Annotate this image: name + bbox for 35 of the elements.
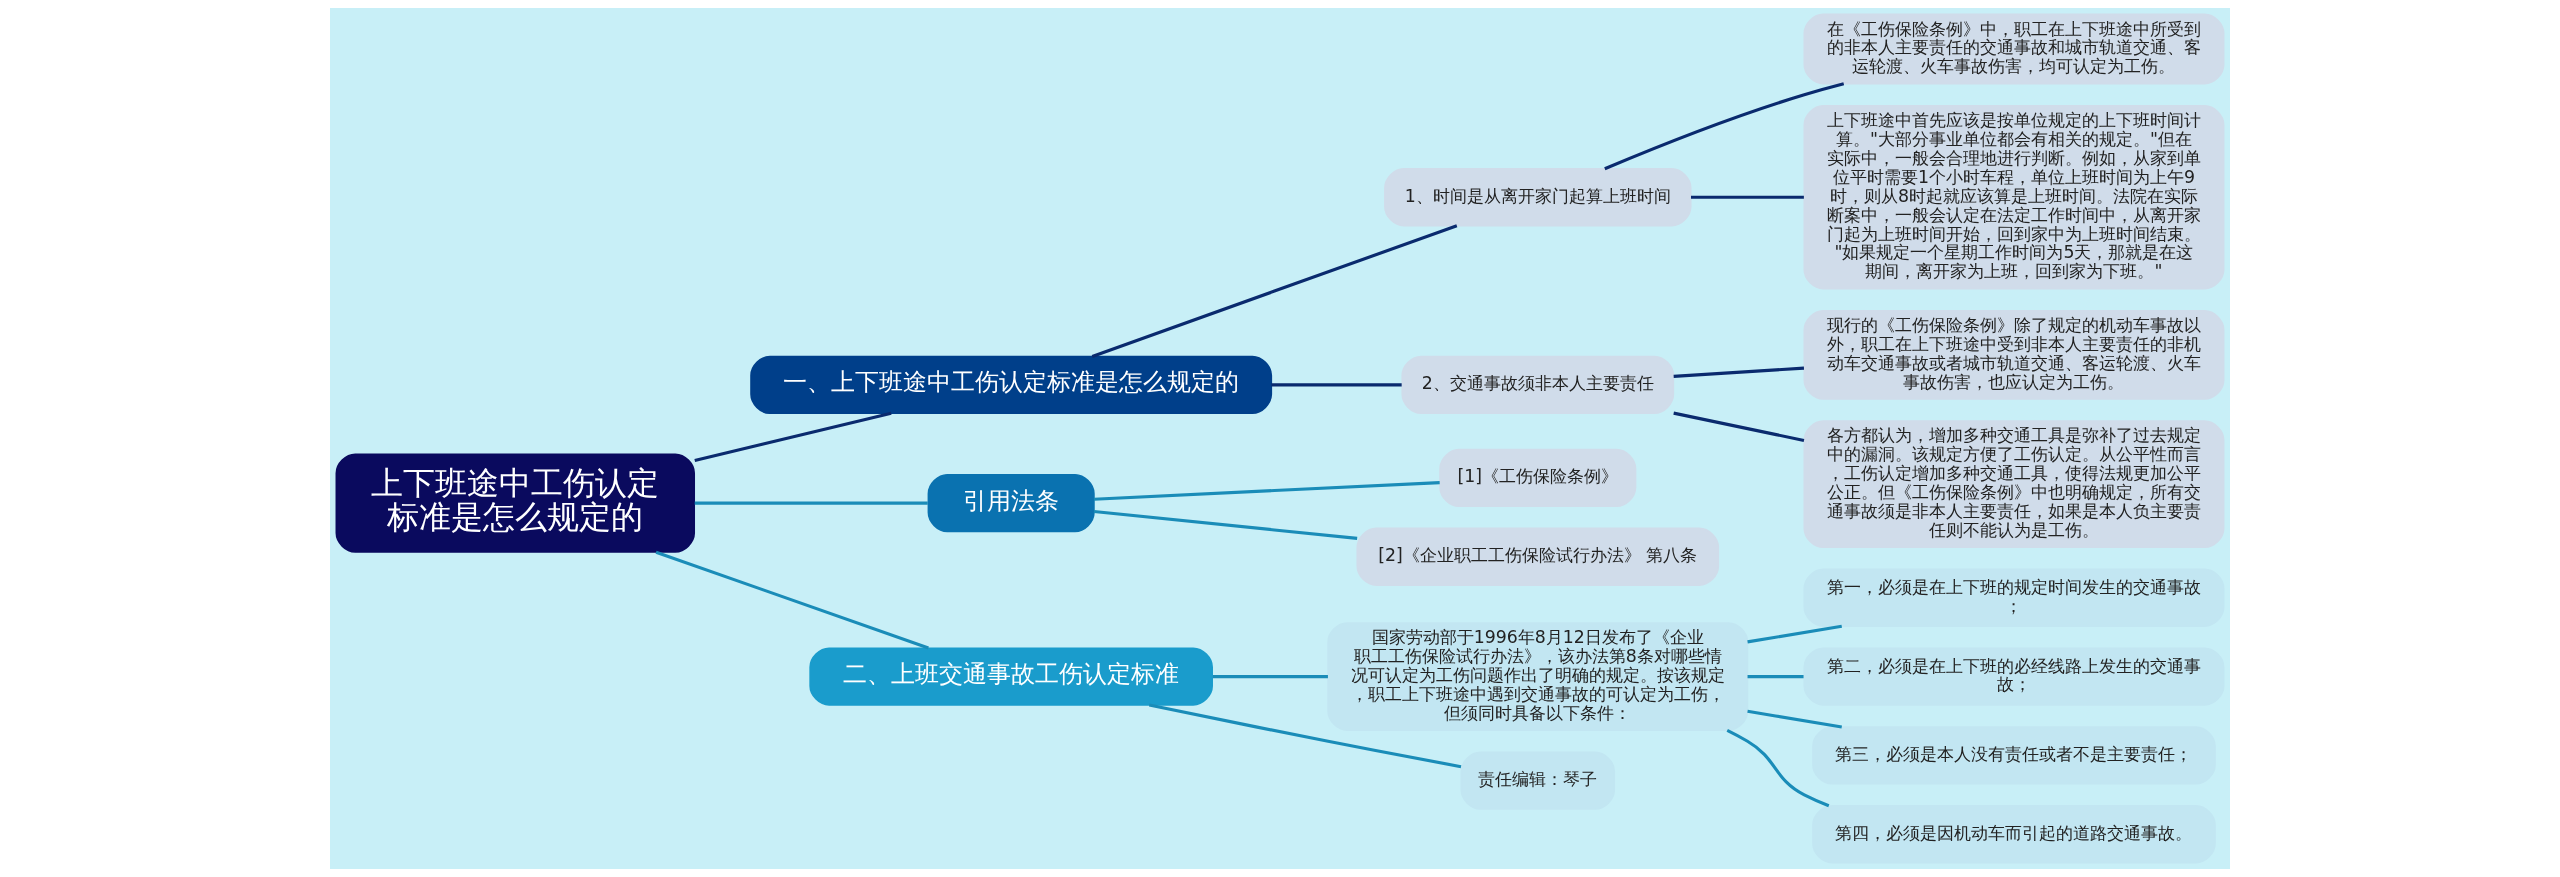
node-box: 国家劳动部于1996年8月12日发布了《企业职工工伤保险试行办法》，该办法第8条对哪些情况可认定为工伤问题作出了明确的规定。按该规定，职工上下班途中遇到交通事故的可认定为工伤，但须同时具备以下条件： xyxy=(1327,622,1749,731)
node-box: 在《工伤保险条例》中，职工在上下班途中所受到的非本人主要责任的交通事故和城市轨道交通、客运轮渡、火车事故伤害，均可认定为工伤。 xyxy=(1803,13,2225,85)
connector xyxy=(1747,709,1842,729)
node-box: 引用法条 xyxy=(927,473,1095,533)
connector xyxy=(1726,728,1830,808)
node-box: 第三，必须是本人没有责任或者不是主要责任； xyxy=(1812,726,2216,785)
node-box: 各方都认为，增加多种交通工具是弥补了过去规定中的漏洞。该规定方便了工伤认定。从公平性而言，工伤认定增加多种交通工具，使得法规更加公平公正。但《工伤保险条例》中也明确规定，所有交通事故须是非本人主要责任，如果是本人负主要责任则不能认为是工伤。 xyxy=(1803,420,2225,549)
connector xyxy=(694,411,892,462)
connector xyxy=(1747,675,1804,679)
node-box: 现行的《工伤保险条例》除了规定的机动车事故以外，职工在上下班途中受到非本人主要责任的非机动车交通事故或者城市轨道交通、客运轮渡、火车事故伤害，也应认定为工伤。 xyxy=(1803,310,2225,400)
connector xyxy=(1271,383,1402,387)
node-box: 第二，必须是在上下班的必经线路上发生的交通事故； xyxy=(1803,647,2225,706)
node-box: 二、上班交通事故工伤认定标准 xyxy=(809,647,1213,706)
connector xyxy=(694,501,928,505)
connector xyxy=(1747,624,1842,644)
node-box: 责任编辑：琴子 xyxy=(1460,751,1616,810)
node-box: 第一，必须是在上下班的规定时间发生的交通事故； xyxy=(1803,568,2225,627)
connector xyxy=(1093,481,1440,501)
node-box: 上下班途中工伤认定标准是怎么规定的 xyxy=(335,453,695,553)
connector xyxy=(1093,509,1358,540)
connector xyxy=(1212,675,1328,679)
connector xyxy=(1091,224,1458,358)
node-box: 一、上下班途中工伤认定标准是怎么规定的 xyxy=(750,355,1273,415)
connector xyxy=(1691,195,1804,199)
node-box: 2、交通事故须非本人主要责任 xyxy=(1401,355,1675,415)
node-box: 上下班途中首先应该是按单位规定的上下班时间计算。"大部分事业单位都会有相关的规定。"但在实际中，一般会合理地进行判断。例如，从家到单位平时需要1个小时车程，单位上班时间为上午9时，则从8时起就应该算是上班时间。法院在实际断案中，一般会认定在法定工作时间中，从离开家门起为上班时间开始，回到家中为上班时间结束。"如果规定一个星期工作时间为5天，那就是在这期间，离开家为上班，回到家为下班。" xyxy=(1803,105,2225,290)
node-box: [2]《企业职工工伤保险试行办法》 第八条 xyxy=(1356,527,1720,586)
node-box: 第四，必须是因机动车而引起的道路交通事故。 xyxy=(1812,805,2216,864)
connector xyxy=(655,550,929,650)
connector xyxy=(1148,703,1462,769)
connector xyxy=(1604,82,1845,171)
connector xyxy=(1673,411,1805,442)
node-box: 1、时间是从离开家门起算上班时间 xyxy=(1384,168,1692,227)
node-box: [1]《工伤保险条例》 xyxy=(1439,448,1637,508)
connector xyxy=(1673,366,1805,378)
